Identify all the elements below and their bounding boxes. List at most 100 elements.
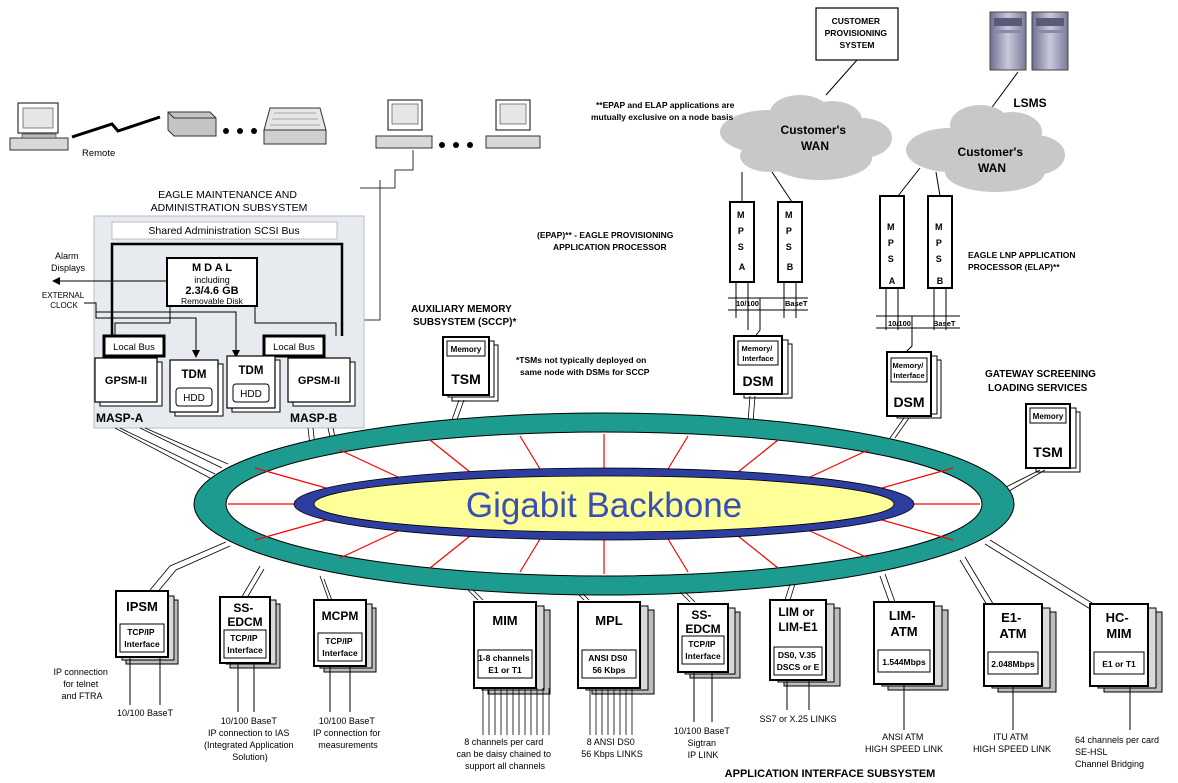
epap-label: (EPAP)** - EAGLE PROVISIONING APPLICATIO… [537,230,676,252]
gpsm-label: GPSM-II [298,375,340,387]
caption-e1-atm: ITU ATM HIGH SPEED LINK [973,732,1051,754]
hdd-box [232,383,270,403]
aux-title: AUXILIARY MEMORY SUBSYSTEM (SCCP)* [411,304,516,328]
card-mpl: MPL ANSI DS0 56 Kbps [577,601,655,735]
link-speed: 10/100 [888,319,911,328]
dsm-label: DSM [742,373,773,389]
mps-a-box [879,195,905,289]
caption-hc-mim: 64 channels per card SE-HSL Channel Brid… [1075,735,1162,769]
tsm-label: TSM [1033,444,1063,460]
local-bus-label: Local Bus [273,342,315,353]
remote-terminal-group: Remote [9,99,541,159]
mps-letters: M P S B [935,222,945,286]
arrow-head-icon [232,350,240,358]
local-bus-box [102,334,166,358]
scsi-bus-line [254,306,337,336]
caption-mim: 8 channels per card can be daisy chained… [456,737,553,771]
epap-mps: (EPAP)** - EAGLE PROVISIONING APPLICATIO… [537,201,808,339]
mps-letters: M P S B [785,210,795,272]
card-lim: LIM or LIM-E1 DS0, V.35 DSCS or E [769,599,841,710]
terminal-feed-line [360,150,414,189]
computer-icon [9,102,69,151]
card-name: MIM [492,613,517,628]
computer-icon [485,99,541,149]
link-type: BaseT [785,299,808,308]
application-interface-title: APPLICATION INTERFACE SUBSYSTEM [725,768,936,780]
card-inner: 2.048Mbps [991,659,1035,669]
card-hc-mim: HC- MIM E1 or T1 [1089,603,1163,730]
gigabit-backbone: Gigabit Backbone [193,412,1015,596]
gpsm-label: GPSM-II [105,375,147,387]
card-name: IPSM [126,599,158,614]
card-inner: TCP/IP Interface [322,636,358,658]
masp-b-label: MASP-B [290,411,338,425]
card-mcpm: MCPM TCP/IP Interface [313,599,377,712]
mps-letters: M P S A [887,222,897,286]
local-bus-label: Local Bus [113,342,155,353]
card-captions: IP connection for telnet and FTRA 10/100… [54,667,1162,771]
wan-link [935,171,941,197]
maintenance-subsystem: EAGLE MAINTENANCE AND ADMINISTRATION SUB… [42,189,365,429]
card-inner: E1 or T1 [1102,659,1136,669]
gpsm-card [94,357,158,403]
card-ssedcm-right: SS- EDCM TCP/IP Interface [677,603,741,722]
caption-ipsm-link: 10/100 BaseT [117,708,174,718]
remote-label: Remote [82,148,115,159]
card-inner: TCP/IP Interface [124,627,160,649]
wan-cloud-right [906,105,1065,192]
link-type: BaseT [933,319,956,328]
lsms-servers: LSMS [989,11,1069,110]
dsm-card-left: Memory/ Interface DSM [733,335,793,399]
memory-label: Memory [1033,412,1064,421]
svg-text:CUSTOMER PROVISIONING: CUSTOMER PROVISIONING SYSTEM [825,16,890,50]
card-inner: TCP/IP Interface [227,633,263,655]
caption-mpl: 8 ANSI DS0 56 Kbps LINKS [581,737,643,759]
card-name: SS- EDCM [685,608,720,636]
card-name: HC- MIM [1106,610,1133,641]
alarm-label: Alarm Displays [51,251,86,273]
wan-link [897,167,921,197]
customer-provisioning-system: CUSTOMER PROVISIONING SYSTEM [815,7,899,61]
mdal-including: including [194,275,230,285]
computer-icon [375,99,433,149]
backbone-core [313,475,895,533]
mps-b-box [777,201,803,283]
arrow-head-icon [192,350,200,358]
card-inner: TCP/IP Interface [685,639,721,661]
connection-lines [149,539,1114,621]
dsm-card-right: Memory/ Interface DSM [886,351,942,419]
card-inner: ANSI DS0 56 Kbps [588,653,630,675]
backbone-label: Gigabit Backbone [466,486,742,525]
card-inner: 1-8 channels E1 or T1 [478,653,532,675]
provisioning-link [825,59,858,96]
elap-mps: M P S A M P S B 10/100 BaseT EAGLE LNP A… [876,195,1076,353]
gateway-title: GATEWAY SCREENING LOADING SERVICES [985,369,1099,394]
scsi-bus-line [110,242,344,336]
memory-interface-label: Memory/ Interface [893,361,926,380]
card-name: LIM- ATM [889,608,919,639]
masp-a-label: MASP-A [96,411,144,425]
backbone-spokes [228,434,980,574]
clock-line [84,302,197,352]
ellipsis-dots [439,142,473,148]
clock-line [96,311,237,352]
tdm-label: TDM [182,369,207,381]
wan-link [771,171,793,203]
mdal-size: 2.3/4.6 GB [185,285,238,297]
card-name: E1- ATM [999,610,1026,641]
mps-b-box [927,195,953,289]
lsms-link [989,71,1019,111]
mdal-box [166,257,258,307]
lightning-link-icon [71,115,161,139]
scsi-bus-box [111,221,338,240]
card-ssedcm-left: SS- EDCM TCP/IP Interface [219,596,281,712]
caption-ssedcm-left: 10/100 BaseT IP connection to IAS (Integ… [204,716,296,762]
card-name: MCPM [322,609,359,623]
server-icon [1031,11,1069,71]
card-name: SS- EDCM [227,601,262,629]
card-e1-atm: E1- ATM 2.048Mbps [983,603,1057,730]
hdd-label: HDD [183,393,205,404]
caption-ipsm: IP connection for telnet and FTRA [54,667,111,701]
mps-letters: M P S A [737,210,747,272]
